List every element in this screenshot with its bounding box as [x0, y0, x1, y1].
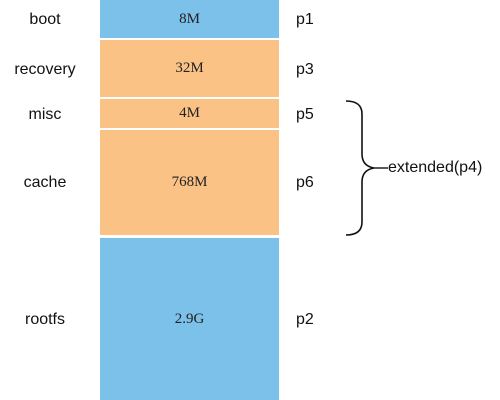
partition-size-boot: 8M	[179, 10, 200, 27]
partition-label-cache: cache	[23, 174, 67, 191]
partition-block-boot: 8M	[100, 0, 279, 38]
partition-size-rootfs: 2.9G	[174, 310, 205, 327]
partition-label-boot: boot	[29, 11, 61, 28]
partition-block-misc: 4M	[100, 99, 279, 128]
partition-number-misc: p5	[296, 106, 314, 123]
partition-size-misc: 4M	[179, 105, 200, 121]
partition-label-recovery: recovery	[14, 61, 76, 78]
partition-number-rootfs: p2	[296, 311, 314, 328]
partition-block-cache: 768M	[100, 130, 279, 235]
extended-brace-icon	[345, 100, 388, 236]
partition-label-misc: misc	[28, 106, 62, 123]
partition-size-recovery: 32M	[175, 60, 204, 76]
partition-number-recovery: p3	[296, 61, 314, 78]
partition-number-boot: p1	[296, 11, 314, 28]
partition-number-cache: p6	[296, 174, 314, 191]
partition-block-recovery: 32M	[100, 40, 279, 97]
extended-partition-label: extended(p4)	[388, 159, 483, 176]
partition-block-rootfs: 2.9G	[100, 238, 279, 400]
partition-size-cache: 768M	[171, 174, 208, 190]
partition-label-rootfs: rootfs	[24, 311, 65, 328]
